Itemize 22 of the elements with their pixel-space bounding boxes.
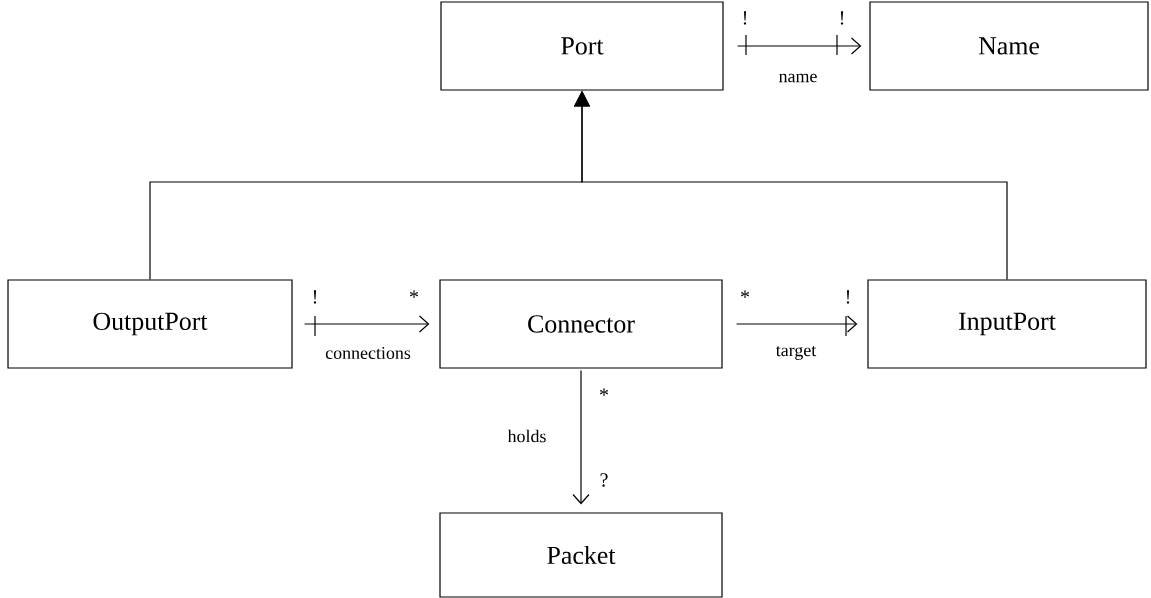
association-arrow bbox=[736, 315, 858, 337]
multiplicity-label: ! bbox=[743, 11, 747, 25]
multiplicity-label: ? bbox=[600, 473, 608, 487]
class-box: Name bbox=[869, 1, 1149, 91]
edge-label: holds bbox=[506, 428, 548, 444]
edge-label: connections bbox=[324, 345, 412, 360]
association-arrow bbox=[572, 370, 590, 505]
multiplicity-label: * bbox=[600, 388, 608, 396]
class-box: Connector bbox=[439, 279, 723, 369]
multiplicity-label: * bbox=[410, 290, 419, 298]
class-box: Packet bbox=[439, 512, 723, 598]
class-box: OutputPort bbox=[7, 279, 293, 369]
class-box: InputPort bbox=[867, 279, 1147, 369]
association-arrow bbox=[304, 315, 430, 337]
multiplicity-label: ! bbox=[846, 290, 850, 304]
multiplicity-label: ! bbox=[313, 290, 317, 304]
class-box: Port bbox=[440, 1, 724, 91]
edge-label: name bbox=[777, 72, 819, 84]
multiplicity-label: ! bbox=[840, 11, 844, 25]
edge-label: target bbox=[774, 345, 818, 361]
association-arrow bbox=[737, 34, 862, 56]
multiplicity-label: * bbox=[741, 290, 749, 298]
